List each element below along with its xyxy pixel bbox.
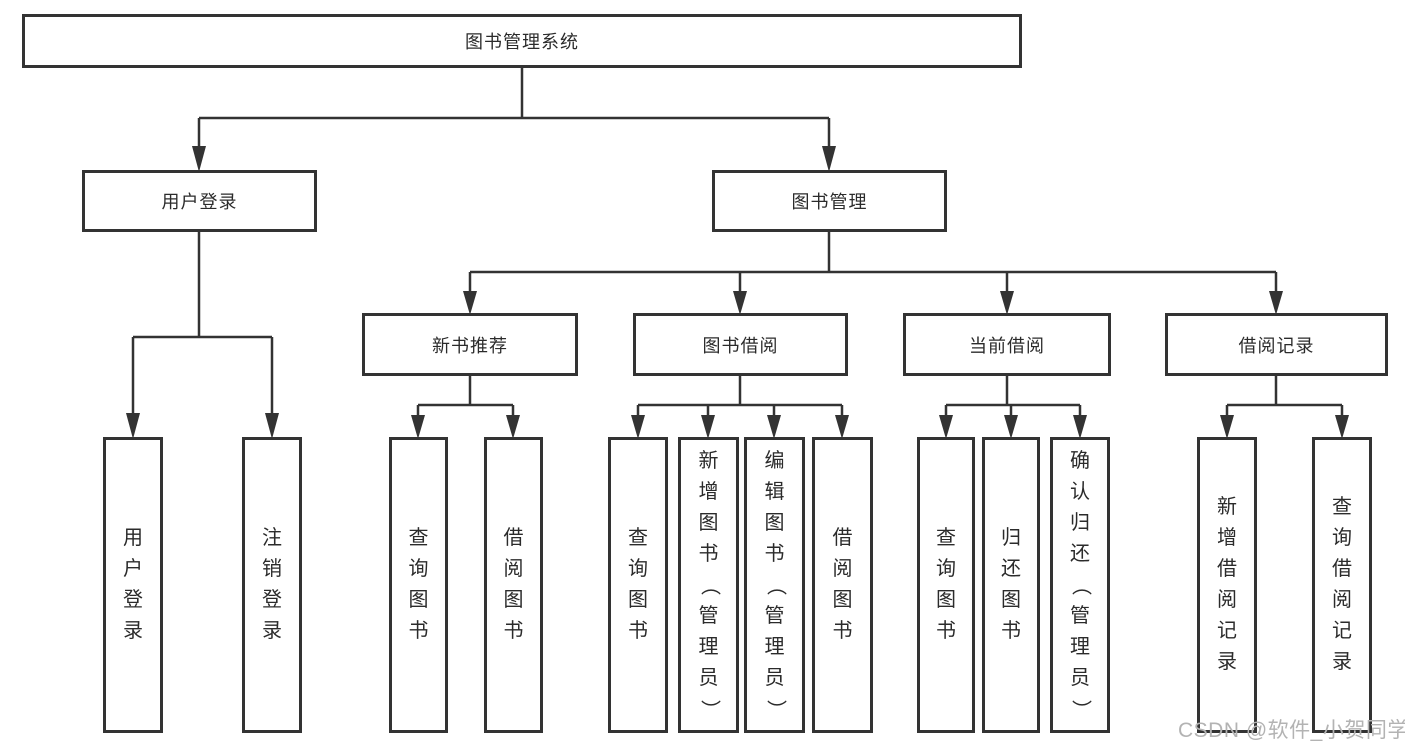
leaf-add-books-admin-label: 新增图书（管理员） [698, 449, 720, 720]
leaf-recommend-borrow-books: 借阅图书 [484, 437, 543, 733]
node-current-borrow-label: 当前借阅 [969, 335, 1045, 356]
node-current-borrow: 当前借阅 [903, 313, 1111, 376]
node-book-borrow-label: 图书借阅 [702, 335, 779, 356]
node-book-management-label: 图书管理 [791, 192, 868, 212]
leaf-logout-label: 注销登录 [262, 527, 282, 642]
leaf-user-login-label: 用户登录 [123, 527, 143, 642]
leaf-current-query-books-label: 查询图书 [936, 527, 956, 642]
node-book-management: 图书管理 [712, 170, 947, 232]
leaf-edit-books-admin: 编辑图书（管理员） [744, 437, 805, 733]
leaf-return-books-label: 归还图书 [1001, 527, 1021, 642]
leaf-borrow-books: 借阅图书 [812, 437, 873, 733]
leaf-recommend-query-books: 查询图书 [389, 437, 448, 733]
leaf-query-borrow-record: 查询借阅记录 [1312, 437, 1372, 733]
leaf-add-borrow-record-label: 新增借阅记录 [1217, 496, 1237, 673]
watermark: CSDN @软件_小贺同学 [1178, 719, 1405, 742]
node-root-label: 图书管理系统 [465, 32, 579, 52]
leaf-confirm-return-admin-label: 确认归还（管理员） [1069, 449, 1092, 720]
leaf-confirm-return-admin: 确认归还（管理员） [1050, 437, 1110, 733]
leaf-recommend-borrow-books-label: 借阅图书 [503, 527, 524, 642]
leaf-add-books-admin: 新增图书（管理员） [678, 437, 739, 733]
leaf-logout: 注销登录 [242, 437, 302, 733]
node-borrow-records: 借阅记录 [1165, 313, 1388, 376]
leaf-borrow-books-label: 借阅图书 [832, 527, 853, 642]
leaf-add-borrow-record: 新增借阅记录 [1197, 437, 1257, 733]
node-new-book-recommend-label: 新书推荐 [432, 335, 508, 356]
leaf-recommend-query-books-label: 查询图书 [408, 527, 429, 642]
leaf-borrow-query-books: 查询图书 [608, 437, 668, 733]
node-borrow-records-label: 借阅记录 [1238, 335, 1315, 356]
leaf-query-borrow-record-label: 查询借阅记录 [1332, 496, 1352, 673]
leaf-current-query-books: 查询图书 [917, 437, 975, 733]
leaf-edit-books-admin-label: 编辑图书（管理员） [764, 449, 786, 720]
node-root-system: 图书管理系统 [22, 14, 1022, 68]
node-user-login-label: 用户登录 [161, 192, 238, 212]
leaf-return-books: 归还图书 [982, 437, 1040, 733]
leaf-borrow-query-books-label: 查询图书 [628, 527, 648, 642]
node-new-book-recommend: 新书推荐 [362, 313, 578, 376]
node-book-borrow: 图书借阅 [633, 313, 848, 376]
leaf-user-login: 用户登录 [103, 437, 163, 733]
node-user-login: 用户登录 [82, 170, 317, 232]
